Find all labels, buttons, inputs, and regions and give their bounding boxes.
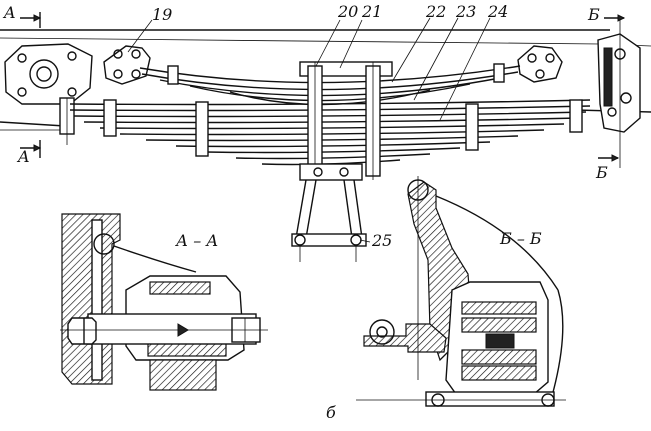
section-label-b-top: Б <box>587 5 600 24</box>
callout-19: 19 <box>152 5 172 24</box>
section-label-a-bottom: A <box>16 147 30 166</box>
u-bolts-center <box>299 61 393 181</box>
view-bb <box>356 176 566 407</box>
view-label-aa: А – А <box>175 231 218 250</box>
section-label-a-top: A <box>2 3 16 22</box>
front-bracket <box>4 43 93 145</box>
callout-25: 25 <box>371 231 392 250</box>
view-aa <box>60 213 268 391</box>
leader-lines <box>127 17 491 243</box>
view-label-bb: Б – Б <box>499 229 542 248</box>
callout-24: 24 <box>487 2 508 21</box>
callout-21: 21 <box>361 2 382 21</box>
section-markers <box>20 12 626 162</box>
rear-bracket <box>597 16 641 168</box>
frame-rail <box>0 29 651 131</box>
callout-23: 23 <box>455 2 476 21</box>
drop-link <box>291 179 367 262</box>
figure-letter: б <box>326 403 336 422</box>
callout-22: 22 <box>425 2 446 21</box>
main-leaf-spring <box>69 99 591 166</box>
callout-20: 20 <box>337 2 358 21</box>
section-label-b-bottom: Б <box>595 163 608 182</box>
